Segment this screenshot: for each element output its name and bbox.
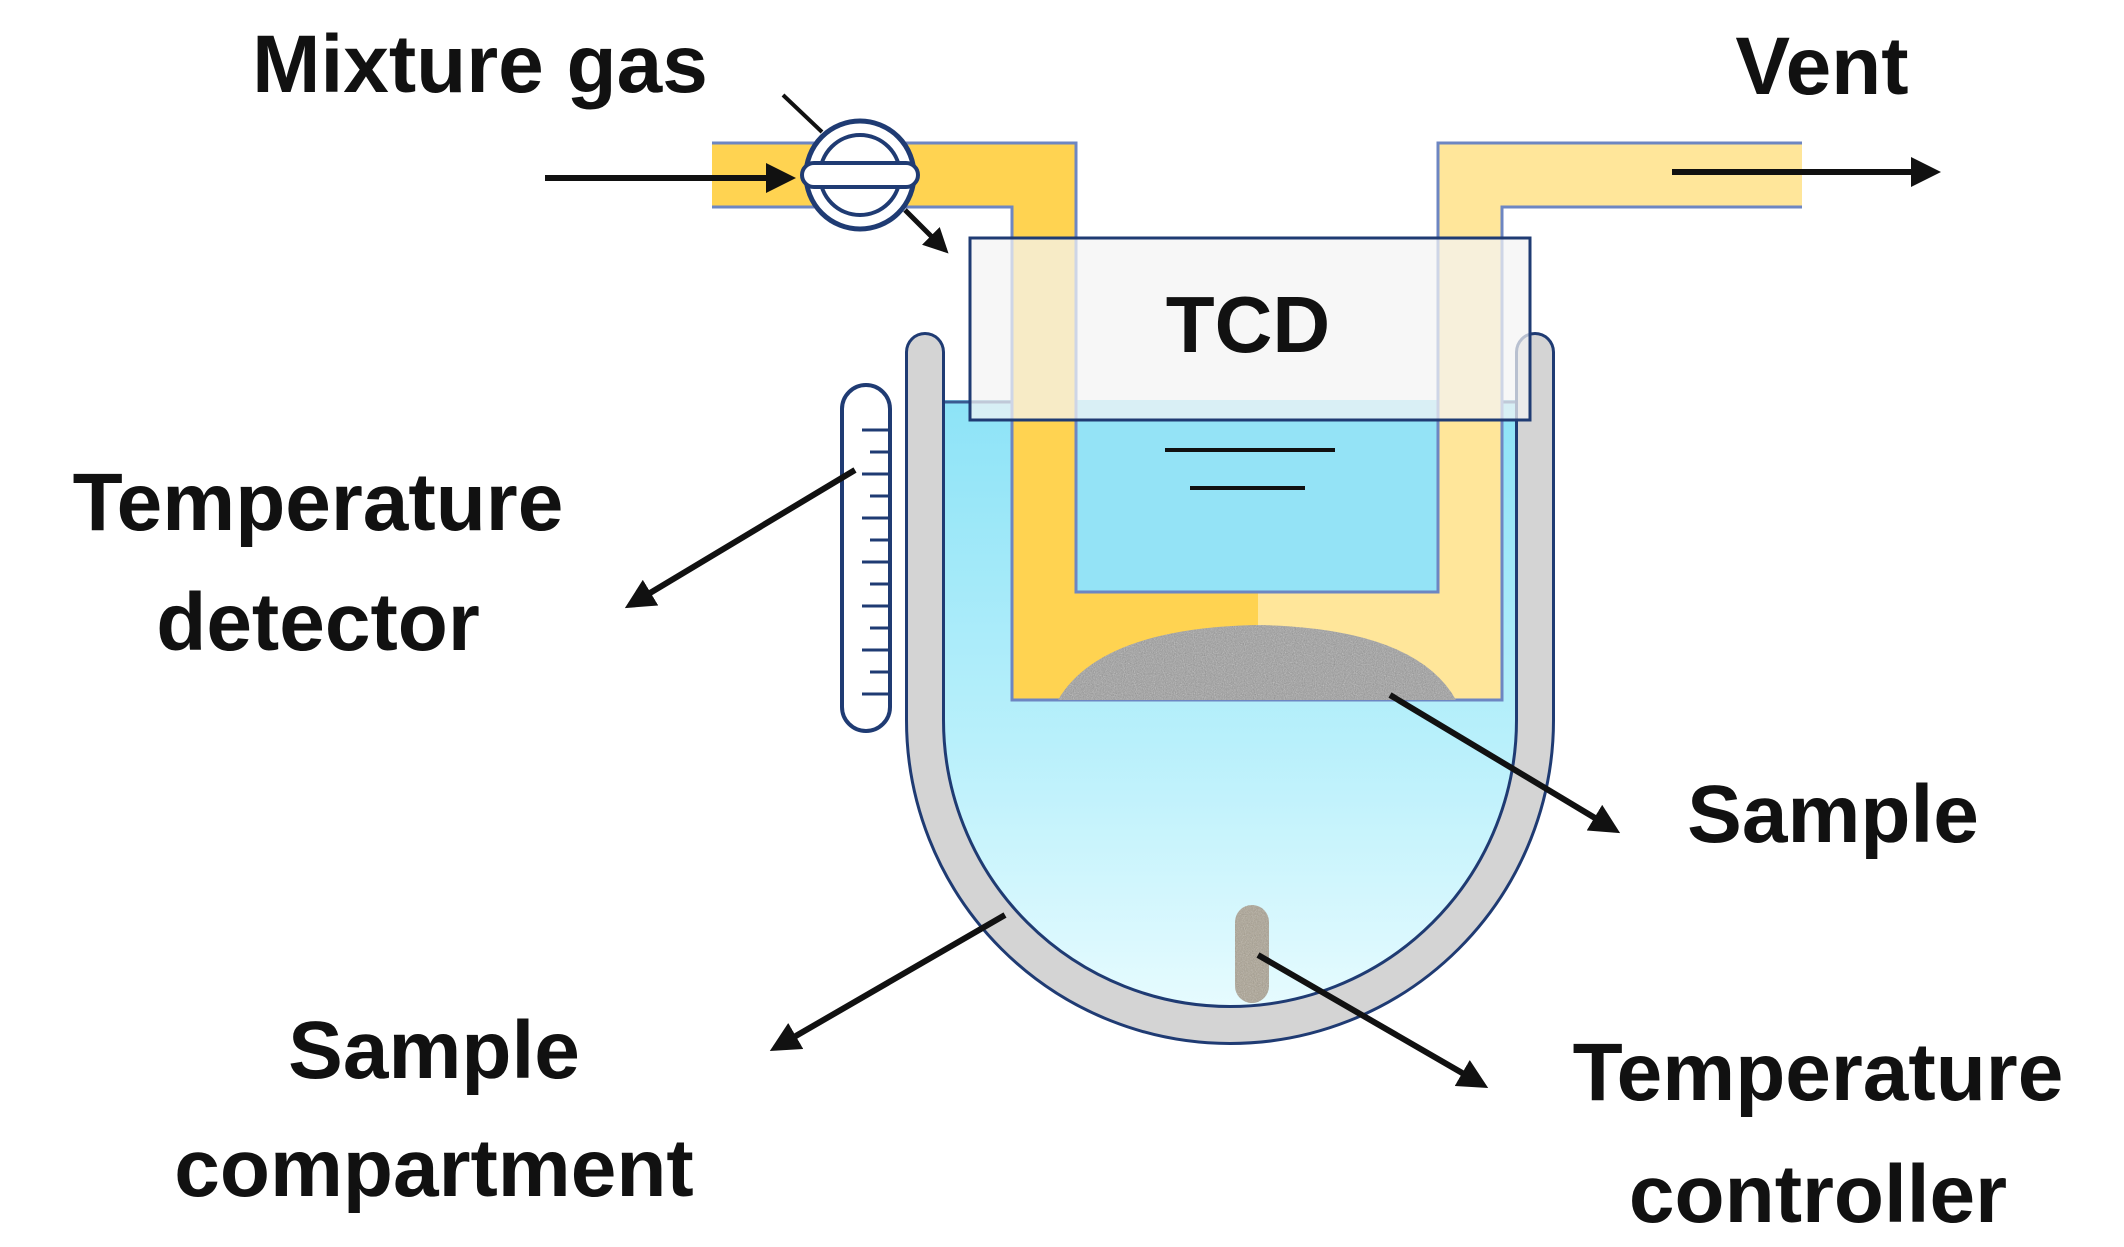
vent-label: Vent: [1735, 21, 1908, 112]
temperature-detector-arrow: [624, 467, 857, 609]
temperature-controller-label-line2: controller: [1629, 1149, 2007, 1240]
valve-to-tcd-arrow: [903, 208, 949, 254]
thermometer: [840, 383, 892, 733]
sample-compartment-label-line2: compartment: [174, 1123, 693, 1214]
gas-valve: [781, 93, 920, 232]
temperature-controller-rod-texture: [1235, 905, 1269, 1003]
sample-compartment-label-line1: Sample: [288, 1005, 580, 1096]
sample-compartment-wall-inner: [908, 335, 1552, 1042]
temperature-controller-label-line1: Temperature: [1573, 1027, 2064, 1118]
sample-label: Sample: [1687, 769, 1979, 860]
sample-compartment-arrow: [769, 912, 1007, 1052]
tcd-detector-box: [968, 236, 1532, 422]
sample-arrow: [1388, 692, 1621, 834]
sample-powder-texture: [1058, 625, 1456, 700]
mixture-gas-label: Mixture gas: [252, 19, 708, 110]
tcd-label: TCD: [1166, 280, 1330, 369]
temperature-detector-label-line1: Temperature: [73, 457, 564, 548]
temperature-controller-arrow: [1256, 952, 1489, 1089]
temperature-detector-label-line2: detector: [156, 577, 480, 668]
